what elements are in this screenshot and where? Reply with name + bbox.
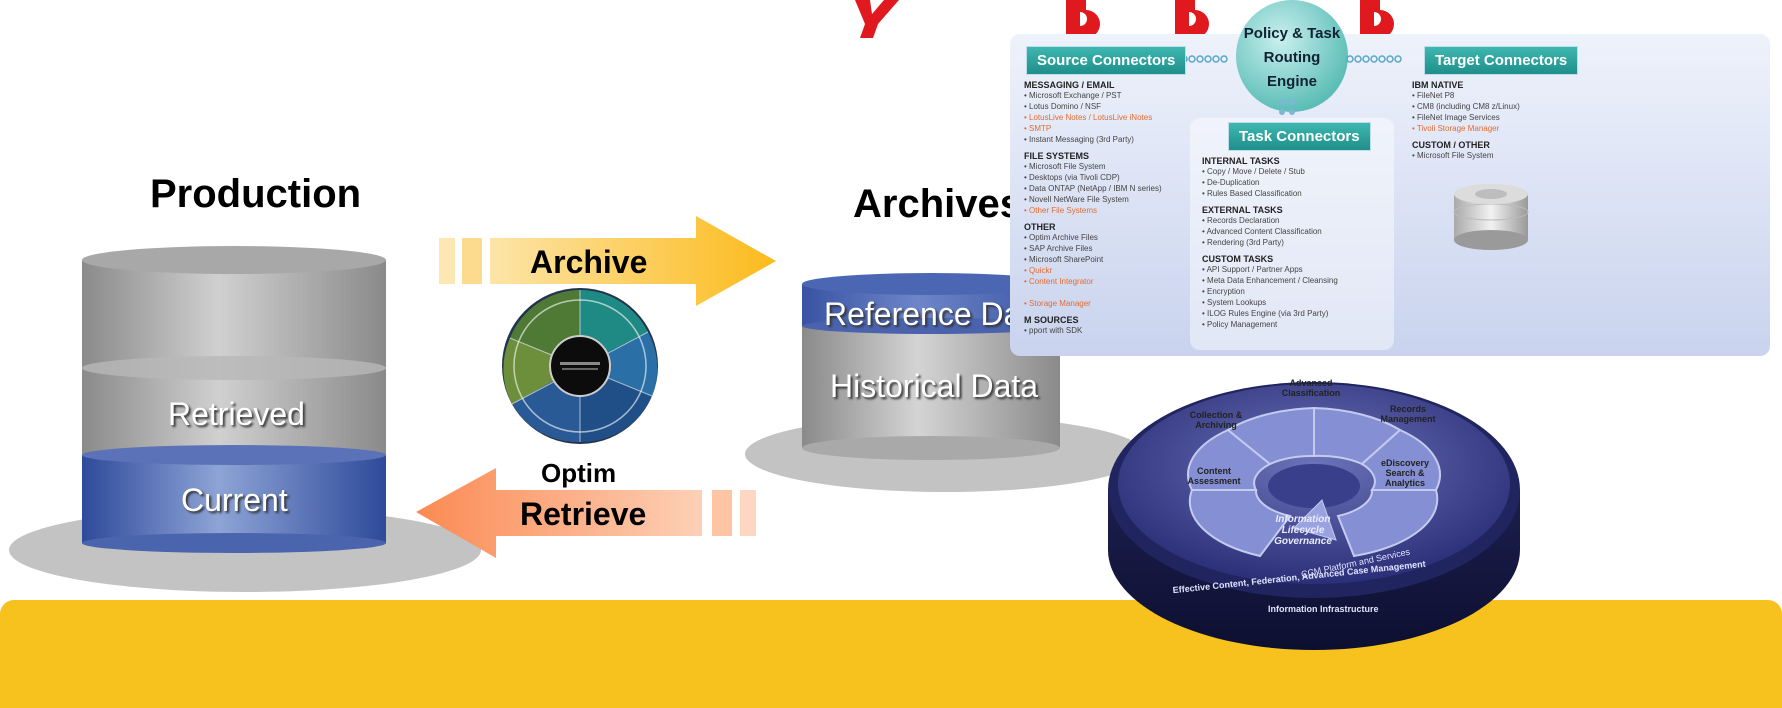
connectors-panel [1010, 34, 1770, 356]
task-connectors-list: INTERNAL TASKS• Copy / Move / Delete / S… [1202, 150, 1392, 330]
archive-label: Archive [530, 244, 648, 280]
source-list-item: • Storage Manager [1024, 299, 1091, 308]
source-list-item: • LotusLive Notes / LotusLive iNotes [1024, 113, 1153, 122]
source-list-item: • pport with SDK [1024, 326, 1083, 335]
source-list-item: • Lotus Domino / NSF [1024, 102, 1102, 111]
source-section-title: FILE SYSTEMS [1024, 151, 1090, 161]
source-list-item: • Microsoft File System [1024, 162, 1106, 171]
storage-disk-icon [1453, 184, 1529, 250]
engine-label: Policy & Task Routing Engine [1243, 25, 1341, 90]
source-list-item: • Optim Archive Files [1024, 233, 1098, 242]
ilg-center-label: Information Lifecycle Governance [1274, 514, 1332, 547]
task-list-item: • Copy / Move / Delete / Stub [1202, 167, 1305, 176]
retrieved-label: Retrieved [168, 396, 305, 432]
task-list-item: • De-Duplication [1202, 178, 1260, 187]
task-list-item: • System Lookups [1202, 298, 1267, 307]
source-list-item: • Instant Messaging (3rd Party) [1024, 135, 1134, 144]
ilg-segment-advanced-classification: Advanced Classification [1281, 378, 1341, 398]
ilg-wheel [1108, 382, 1520, 650]
production-label: Production [150, 172, 362, 216]
source-list-item: • Microsoft Exchange / PST [1024, 91, 1122, 100]
target-list-item: • CM8 (including CM8 z/Linux) [1412, 102, 1520, 111]
optim-label: Optim [541, 458, 617, 488]
task-section-title: EXTERNAL TASKS [1202, 205, 1283, 215]
task-column-bg [1190, 118, 1394, 350]
task-list-item: • Encryption [1202, 287, 1245, 296]
source-section-title: M SOURCES [1024, 315, 1079, 325]
target-connectors-list: IBM NATIVE• FileNet P8 • CM8 (including C… [1412, 74, 1582, 161]
source-section-title: MESSAGING / EMAIL [1024, 80, 1115, 90]
target-connectors-header: Target Connectors [1424, 46, 1579, 75]
source-list-item [1024, 287, 1194, 298]
source-list-item: • Microsoft SharePoint [1024, 255, 1104, 264]
source-list-item: • SMTP [1024, 124, 1052, 133]
source-list-item: • Other File Systems [1024, 206, 1098, 215]
ilg-rim-text-3: Information Infrastructure [1268, 604, 1379, 614]
retrieve-label: Retrieve [520, 496, 647, 532]
source-list-item: • Content Integrator [1024, 277, 1094, 286]
production-cylinder [9, 246, 481, 592]
archives-label: Archives [853, 182, 1022, 226]
target-list-item: • FileNet Image Services [1412, 113, 1500, 122]
source-section-title: OTHER [1024, 222, 1056, 232]
source-list-item: • Data ONTAP (NetApp / IBM N series) [1024, 184, 1162, 193]
target-list-item: • Microsoft File System [1412, 151, 1494, 160]
task-connectors-header: Task Connectors [1228, 122, 1371, 151]
task-list-item: • Records Declaration [1202, 216, 1280, 225]
engine-globe [1236, 0, 1348, 115]
source-list-item: • SAP Archive Files [1024, 244, 1093, 253]
task-list-item: • Meta Data Enhancement / Cleansing [1202, 276, 1338, 285]
task-section-title: INTERNAL TASKS [1202, 156, 1280, 166]
optim-wheel-icon [502, 288, 658, 444]
ilg-segment-collection-archiving: Collection & Archiving [1189, 410, 1243, 430]
retrieve-arrow [416, 468, 756, 558]
historical-data-label: Historical Data [830, 368, 1039, 404]
source-list-item: • Novell NetWare File System [1024, 195, 1129, 204]
source-connectors-list: MESSAGING / EMAIL• Microsoft Exchange / … [1024, 74, 1194, 336]
archive-arrow [439, 216, 776, 306]
target-list-item: • Tivoli Storage Manager [1412, 124, 1500, 133]
target-section-title: CUSTOM / OTHER [1412, 140, 1490, 150]
task-list-item: • ILOG Rules Engine (via 3rd Party) [1202, 309, 1329, 318]
task-list-item: • Policy Management [1202, 320, 1278, 329]
target-list-item: • FileNet P8 [1412, 91, 1455, 100]
task-list-item: • API Support / Partner Apps [1202, 265, 1303, 274]
connector-chain [1164, 55, 1402, 63]
current-label: Current [181, 482, 288, 518]
source-list-item: • Desktops (via Tivoli CDP) [1024, 173, 1120, 182]
ilg-segment-ediscovery: eDiscovery Search & Analytics [1380, 458, 1430, 488]
title-fragment [855, 0, 1394, 38]
yellow-footer-band [0, 600, 1782, 708]
task-list-item: • Rules Based Classification [1202, 189, 1302, 198]
target-section-title: IBM NATIVE [1412, 80, 1464, 90]
task-list-item: • Advanced Content Classification [1202, 227, 1322, 236]
source-list-item: • Quickr [1024, 266, 1053, 275]
ilg-segment-records-management: Records Management [1380, 404, 1436, 424]
ilg-segment-content-assessment: Content Assessment [1187, 466, 1241, 486]
source-connectors-header: Source Connectors [1026, 46, 1187, 75]
task-list-item: • Rendering (3rd Party) [1202, 238, 1284, 247]
task-section-title: CUSTOM TASKS [1202, 254, 1274, 264]
